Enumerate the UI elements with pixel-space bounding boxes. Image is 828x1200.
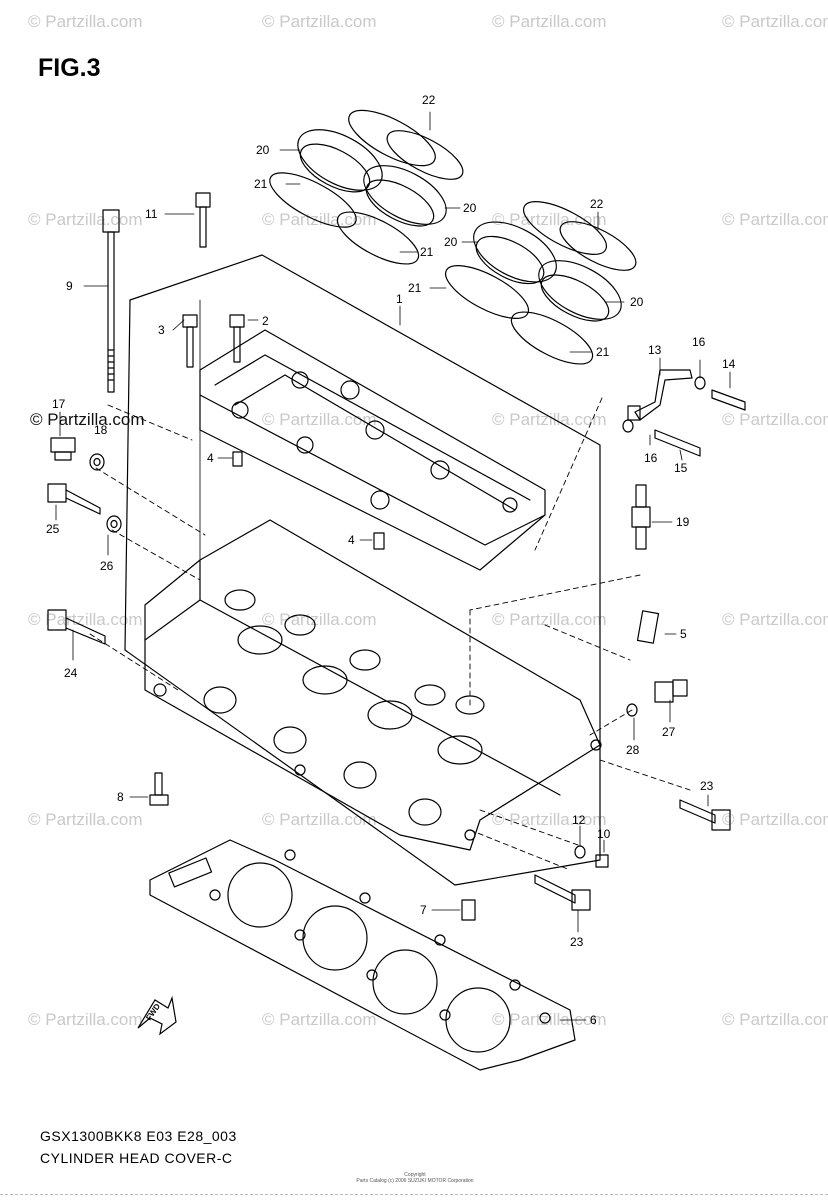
callout-leaders [55,111,731,1021]
callout-4: 4 [348,533,355,547]
bolts-2-3 [182,314,245,368]
watermark: © Partzilla.com [262,12,377,31]
watermark: © Partzilla.com [492,210,607,229]
callout-16: 16 [644,451,658,465]
spark-plug [631,484,651,550]
bolt-8 [149,772,169,806]
assembly-frame [124,254,601,886]
callout-20: 20 [444,235,458,249]
fwd-arrow-icon: FWD [137,995,177,1036]
dowel-pins [232,451,476,921]
callout-6: 6 [590,1013,597,1027]
callout-18: 18 [94,423,108,437]
cam-holder [199,329,546,571]
watermark: © Partzilla.com [492,12,607,31]
callout-27: 27 [662,725,676,739]
callout-5: 5 [680,627,687,641]
callout-10: 10 [597,827,611,841]
callout-11: 11 [145,207,158,221]
figure-title: FIG.3 [38,54,101,82]
callout-numbers: 1 2 3 4 4 5 6 7 8 9 10 11 12 13 14 15 16… [46,93,736,1027]
watermark: © Partzilla.com [722,410,828,429]
watermark: © Partzilla.com [28,810,143,829]
callout-13: 13 [648,343,662,357]
diagram-title: CYLINDER HEAD COVER-C [40,1150,233,1166]
callout-21: 21 [596,345,610,359]
watermark: © Partzilla.com [262,810,377,829]
callout-20: 20 [256,143,270,157]
watermark: © Partzilla.com [28,210,143,229]
watermark: © Partzilla.com [492,610,607,629]
callout-21: 21 [254,177,268,191]
callout-16: 16 [692,335,706,349]
copyright-notice: Copyright Parts Catalog (c) 2006 SUZUKI … [330,1172,500,1184]
cylinder-head [144,519,602,851]
diagram-code: GSX1300BKK8 E03 E28_003 [40,1128,237,1144]
callout-24: 24 [64,666,78,680]
copyright-line1: Copyright [404,1172,426,1178]
watermark: © Partzilla.com [722,1010,828,1029]
plug-17-washers [50,437,122,533]
callout-23: 23 [570,935,584,949]
callout-25: 25 [46,522,60,536]
callout-17: 17 [52,397,66,411]
bracket-13 [622,369,746,457]
callout-26: 26 [100,559,114,573]
callout-8: 8 [117,790,124,804]
watermark: © Partzilla.com [262,1010,377,1029]
callout-22: 22 [590,197,604,211]
callout-9: 9 [66,279,73,293]
callout-20: 20 [463,201,477,215]
sensor-27 [626,679,688,717]
intake-boot-group-right [445,201,637,365]
callout-3: 3 [158,323,165,337]
bolt-11 [195,192,211,248]
watermark: © Partzilla.com [722,210,828,229]
callout-28: 28 [626,743,640,757]
callout-21: 21 [420,245,434,259]
copyright-line2: Parts Catalog (c) 2006 SUZUKI MOTOR Corp… [356,1178,474,1184]
callout-4: 4 [207,451,214,465]
callout-12: 12 [572,813,586,827]
watermark: © Partzilla.com [722,810,828,829]
watermark: © Partzilla.com [262,610,377,629]
bolt-24 [47,609,106,645]
watermark: © Partzilla.com [262,210,377,229]
callout-19: 19 [676,515,690,529]
head-gasket [149,839,576,1071]
watermark: © Partzilla.com [28,1010,143,1029]
watermark: © Partzilla.com [28,610,143,629]
watermark: © Partzilla.com [262,410,377,429]
callout-21: 21 [408,281,422,295]
bolt-25 [47,483,101,515]
watermark: © Partzilla.com [28,12,143,31]
callout-1: 1 [396,292,403,306]
watermark: © Partzilla.com [492,810,607,829]
watermark: © Partzilla.com [30,410,145,429]
bottom-divider [0,1194,828,1195]
callout-15: 15 [674,461,688,475]
callout-23: 23 [700,779,714,793]
callout-2: 2 [262,314,269,328]
callout-22: 22 [422,93,436,107]
bolts-23 [534,799,731,911]
watermark: © Partzilla.com [722,12,828,31]
watermark: © Partzilla.com [722,610,828,629]
callout-20: 20 [630,295,644,309]
intake-boot-group-upper [269,109,464,265]
long-stud-bolt [102,209,120,393]
plug-cap [636,610,660,644]
callout-14: 14 [722,357,736,371]
watermark: © Partzilla.com [492,410,607,429]
callout-7: 7 [420,903,427,917]
